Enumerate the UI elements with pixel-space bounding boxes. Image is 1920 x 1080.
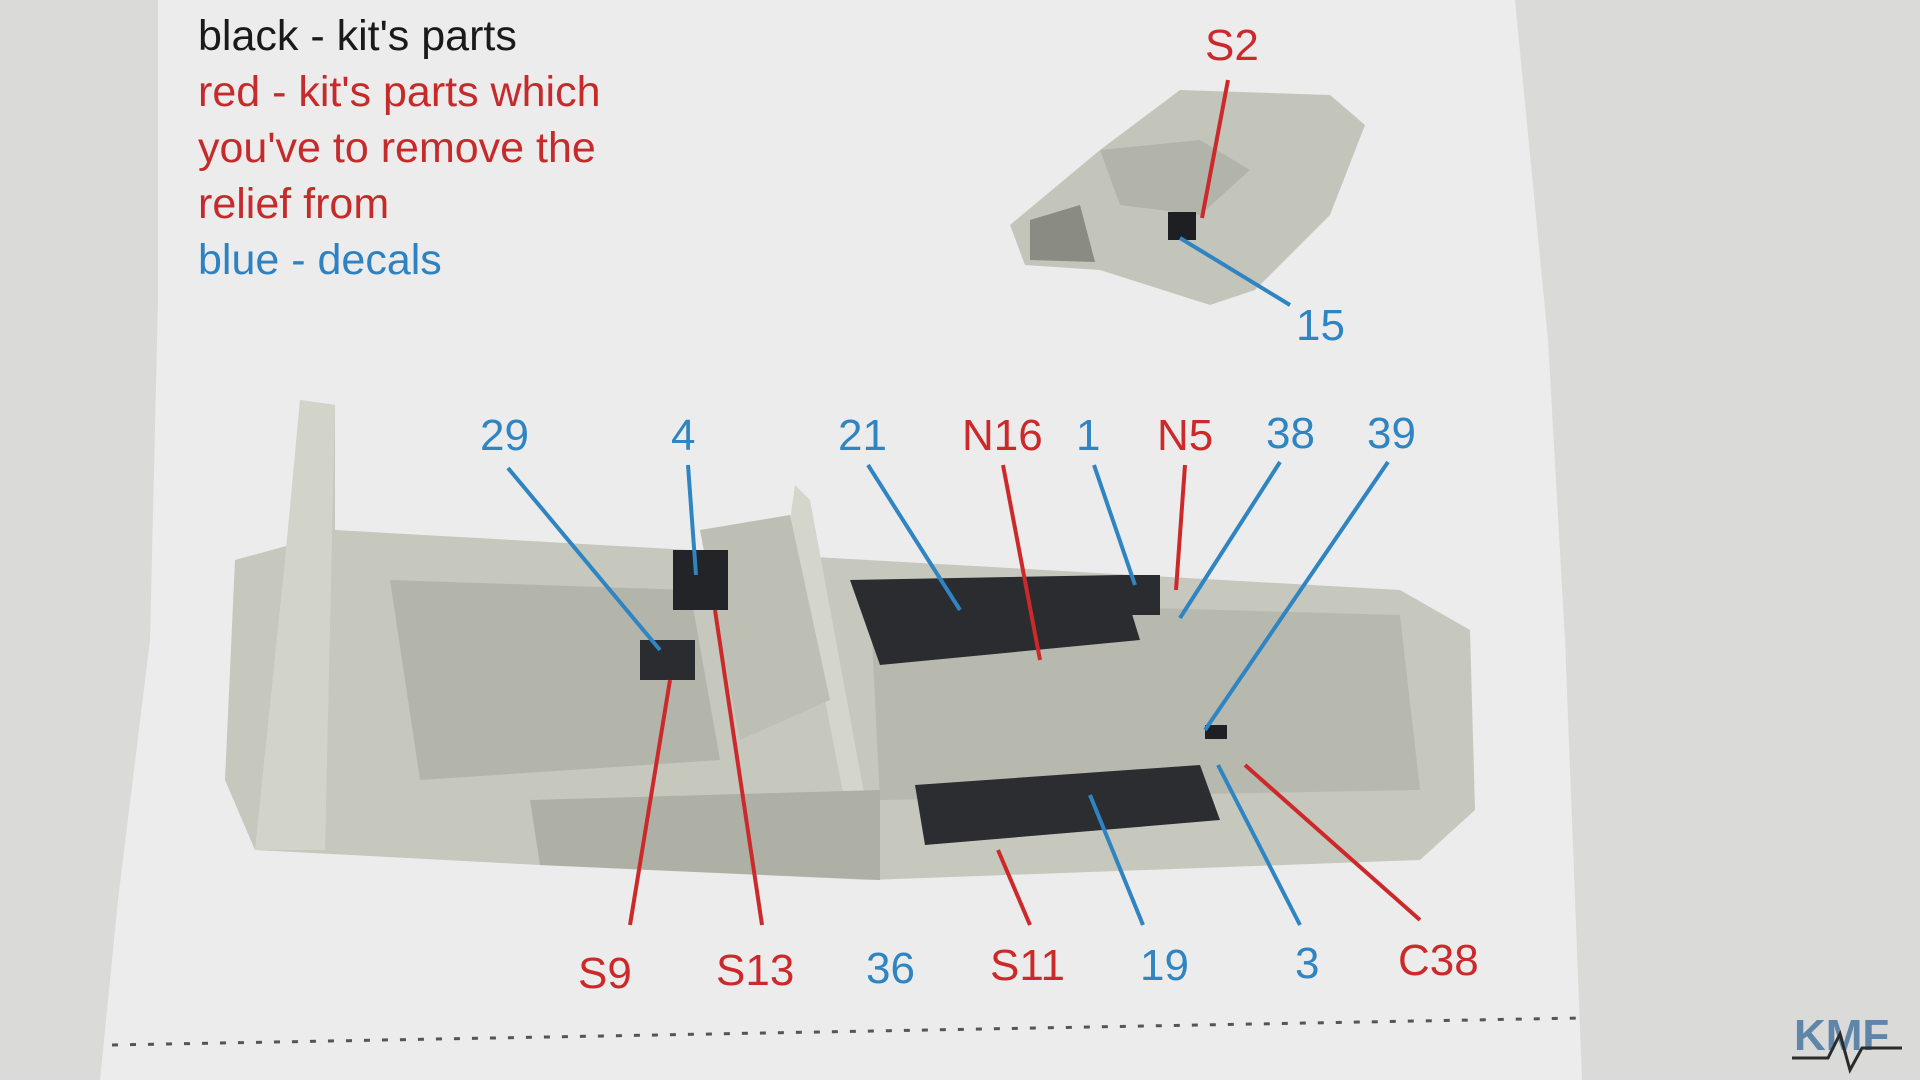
- leader-39: [1203, 460, 1390, 732]
- callout-1: 1: [1076, 411, 1100, 460]
- callout-21: 21: [838, 411, 887, 460]
- leader-21: [866, 463, 962, 612]
- leader-s11: [996, 849, 1032, 926]
- callout-38: 38: [1266, 409, 1315, 458]
- leader-c38: [1243, 763, 1422, 922]
- leader-s13: [713, 609, 764, 926]
- decal-15-panel: [1168, 212, 1196, 240]
- callout-c38: C38: [1398, 936, 1479, 985]
- legend-black: black - kit's parts: [198, 12, 517, 60]
- callout-s13: S13: [716, 946, 794, 995]
- leader-lines: [506, 79, 1422, 926]
- callout-29: 29: [480, 411, 529, 460]
- callout-3: 3: [1295, 939, 1319, 988]
- side-console: [915, 765, 1220, 845]
- callout-s9: S9: [578, 949, 632, 998]
- kmf-logo: KMF: [1792, 1011, 1902, 1074]
- callout-19: 19: [1140, 941, 1189, 990]
- leader-1: [1092, 464, 1137, 586]
- callout-labels: S2 15 29 4 21 N16 1 N5 38 39 S9 S13 36 S…: [480, 21, 1479, 998]
- callout-36: 36: [866, 944, 915, 993]
- leader-n16: [1001, 464, 1042, 661]
- leader-4: [686, 464, 698, 576]
- leader-n5: [1174, 464, 1187, 591]
- color-legend: black - kit's parts red - kit's parts wh…: [198, 8, 601, 288]
- leader-3: [1216, 764, 1302, 926]
- callout-n5: N5: [1157, 411, 1213, 460]
- cockpit-tub: [225, 400, 1475, 880]
- decal-29-panel: [640, 640, 695, 680]
- instrument-panel: [850, 575, 1140, 665]
- legend-blue: blue - decals: [198, 236, 442, 284]
- callout-s11: S11: [990, 941, 1065, 990]
- callout-s2: S2: [1205, 21, 1259, 70]
- callout-15: 15: [1296, 301, 1345, 350]
- leader-19: [1088, 794, 1145, 926]
- leader-29: [506, 466, 662, 652]
- legend-red-line-2: you've to remove the: [198, 124, 596, 172]
- legend-red-line-1: red - kit's parts which: [198, 68, 601, 116]
- leader-s2: [1200, 79, 1230, 219]
- decal-4-panel: [673, 550, 728, 610]
- leader-38: [1178, 460, 1282, 620]
- callout-4: 4: [671, 411, 695, 460]
- legend-red-line-3: relief from: [198, 180, 390, 228]
- callout-39: 39: [1367, 409, 1416, 458]
- leader-15: [1178, 236, 1292, 307]
- callout-n16: N16: [962, 411, 1043, 460]
- leader-s9: [628, 679, 672, 926]
